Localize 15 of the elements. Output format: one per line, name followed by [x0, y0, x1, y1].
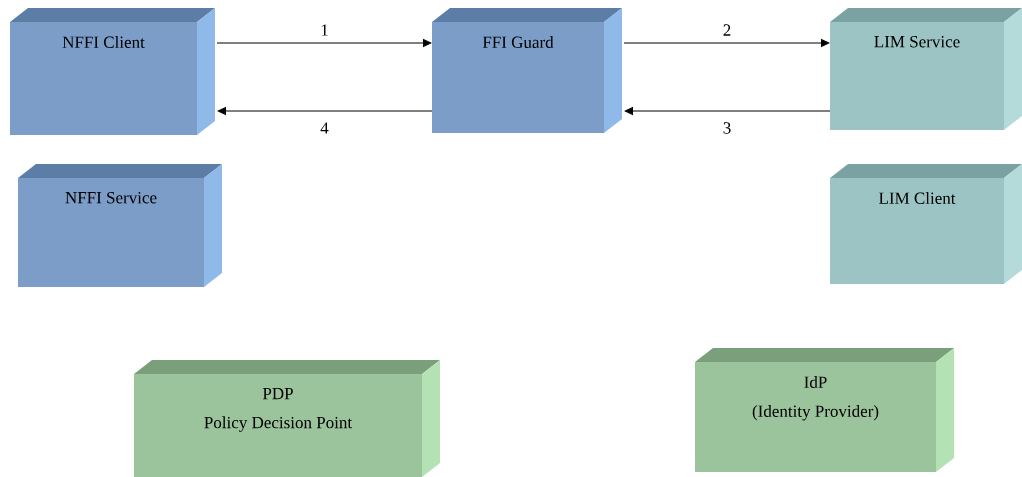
process-box: NFFI Client [10, 8, 215, 135]
arrow [624, 107, 831, 115]
arrow [217, 107, 433, 115]
process-box: LIM Service [830, 8, 1022, 130]
edge-label: 1 [319, 23, 330, 37]
process-box: IdP (Identity Provider) [695, 348, 954, 472]
edge-label: 3 [721, 121, 733, 135]
process-box: FFI Guard [432, 8, 622, 133]
process-box: PDP Policy Decision Point [134, 360, 440, 477]
edge-label: 4 [319, 121, 330, 135]
edge-label: 2 [721, 23, 733, 37]
process-box: NFFI Service [18, 164, 222, 287]
arrow [623, 39, 830, 47]
arrow [216, 39, 432, 47]
process-box: LIM Client [830, 164, 1022, 284]
